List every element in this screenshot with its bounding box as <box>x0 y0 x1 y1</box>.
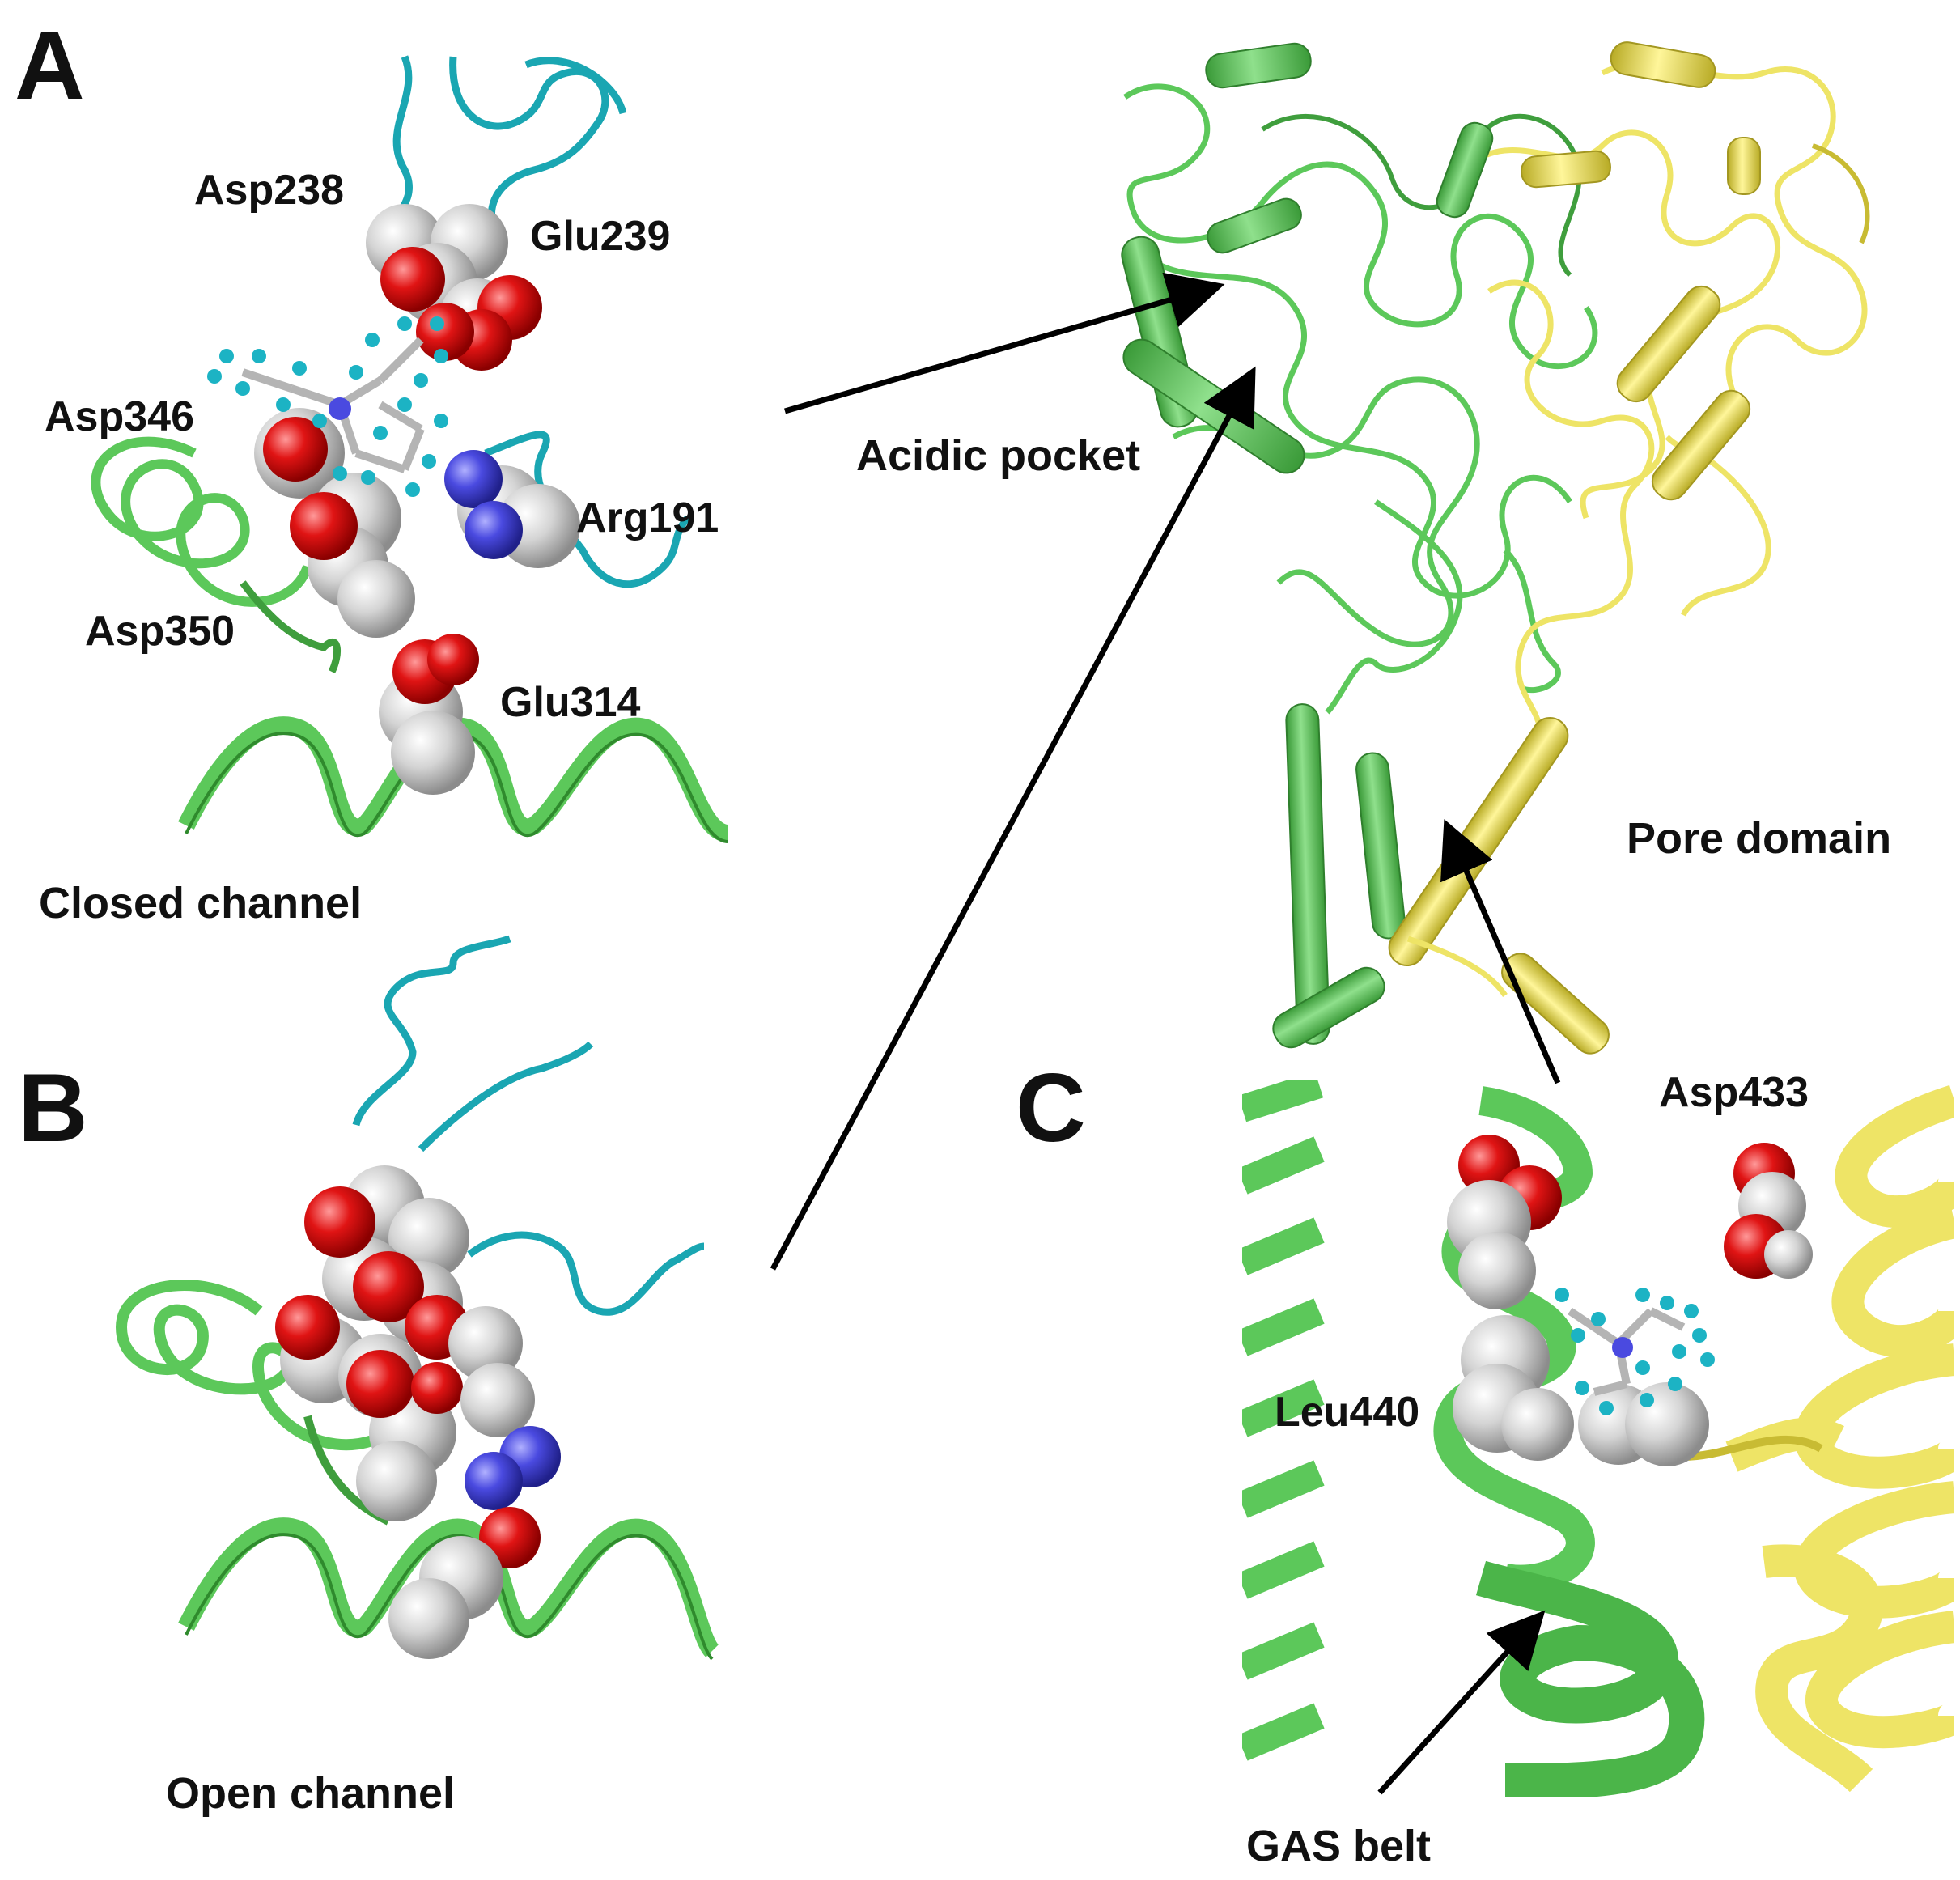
caption-closed-channel: Closed channel <box>39 879 363 927</box>
label-asp346: Asp346 <box>45 393 194 440</box>
arrow-closed-to-pocket <box>784 272 1225 414</box>
panel-c-structure <box>1242 1080 1954 1797</box>
channel-overview <box>1121 41 1870 1055</box>
arrow-gas-belt <box>1377 1610 1546 1795</box>
label-asp238: Asp238 <box>194 167 344 214</box>
caption-acidic-pocket: Acidic pocket <box>856 431 1141 480</box>
label-leu440: Leu440 <box>1275 1389 1420 1436</box>
label-arg191: Arg191 <box>576 494 719 541</box>
arrows <box>770 272 1561 1795</box>
panel-label-c: C <box>1016 1054 1086 1162</box>
arrow-open-to-pocket <box>770 366 1256 1271</box>
label-asp433: Asp433 <box>1659 1069 1809 1116</box>
caption-pore-domain: Pore domain <box>1627 814 1892 863</box>
label-asp350: Asp350 <box>85 608 235 655</box>
label-glu314: Glu314 <box>500 679 641 726</box>
caption-open-channel: Open channel <box>166 1769 456 1818</box>
panel-label-a: A <box>15 11 85 120</box>
panel-label-b: B <box>18 1054 88 1162</box>
arrow-asp433-to-pore <box>1440 819 1561 1084</box>
caption-gas-belt: GAS belt <box>1246 1822 1432 1870</box>
panel-b-structure <box>115 935 719 1661</box>
panel-a-structure <box>91 55 730 843</box>
label-glu239: Glu239 <box>530 213 671 260</box>
